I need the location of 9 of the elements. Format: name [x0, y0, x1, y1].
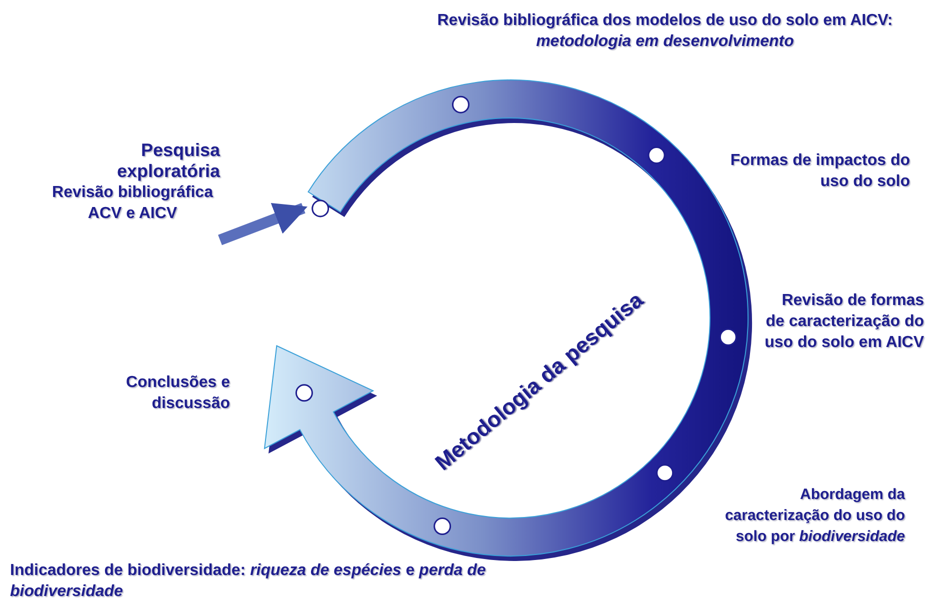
step-heading: Pesquisa exploratória	[116, 140, 220, 182]
step-description: Revisão bibliográfica dos modelos de uso do solo em AICV: metodologia em desenvolvimento	[436, 11, 894, 52]
step-description: Revisão bibliográfica ACV e AICV	[51, 183, 214, 224]
step-description: Indicadores de biodiversidade: riqueza de espécies e perda de biodiversidade	[10, 561, 487, 602]
step-description: Formas de impactos do uso do solo	[729, 151, 910, 192]
step-description: Conclusões e discussão	[124, 373, 230, 414]
step-description: Revisão de formas de caracterização do uso do solo em AICV	[764, 291, 924, 353]
step-description: Abordagem da caracterização do uso do solo por biodiversidade	[724, 485, 905, 547]
block-arrow	[218, 202, 308, 246]
